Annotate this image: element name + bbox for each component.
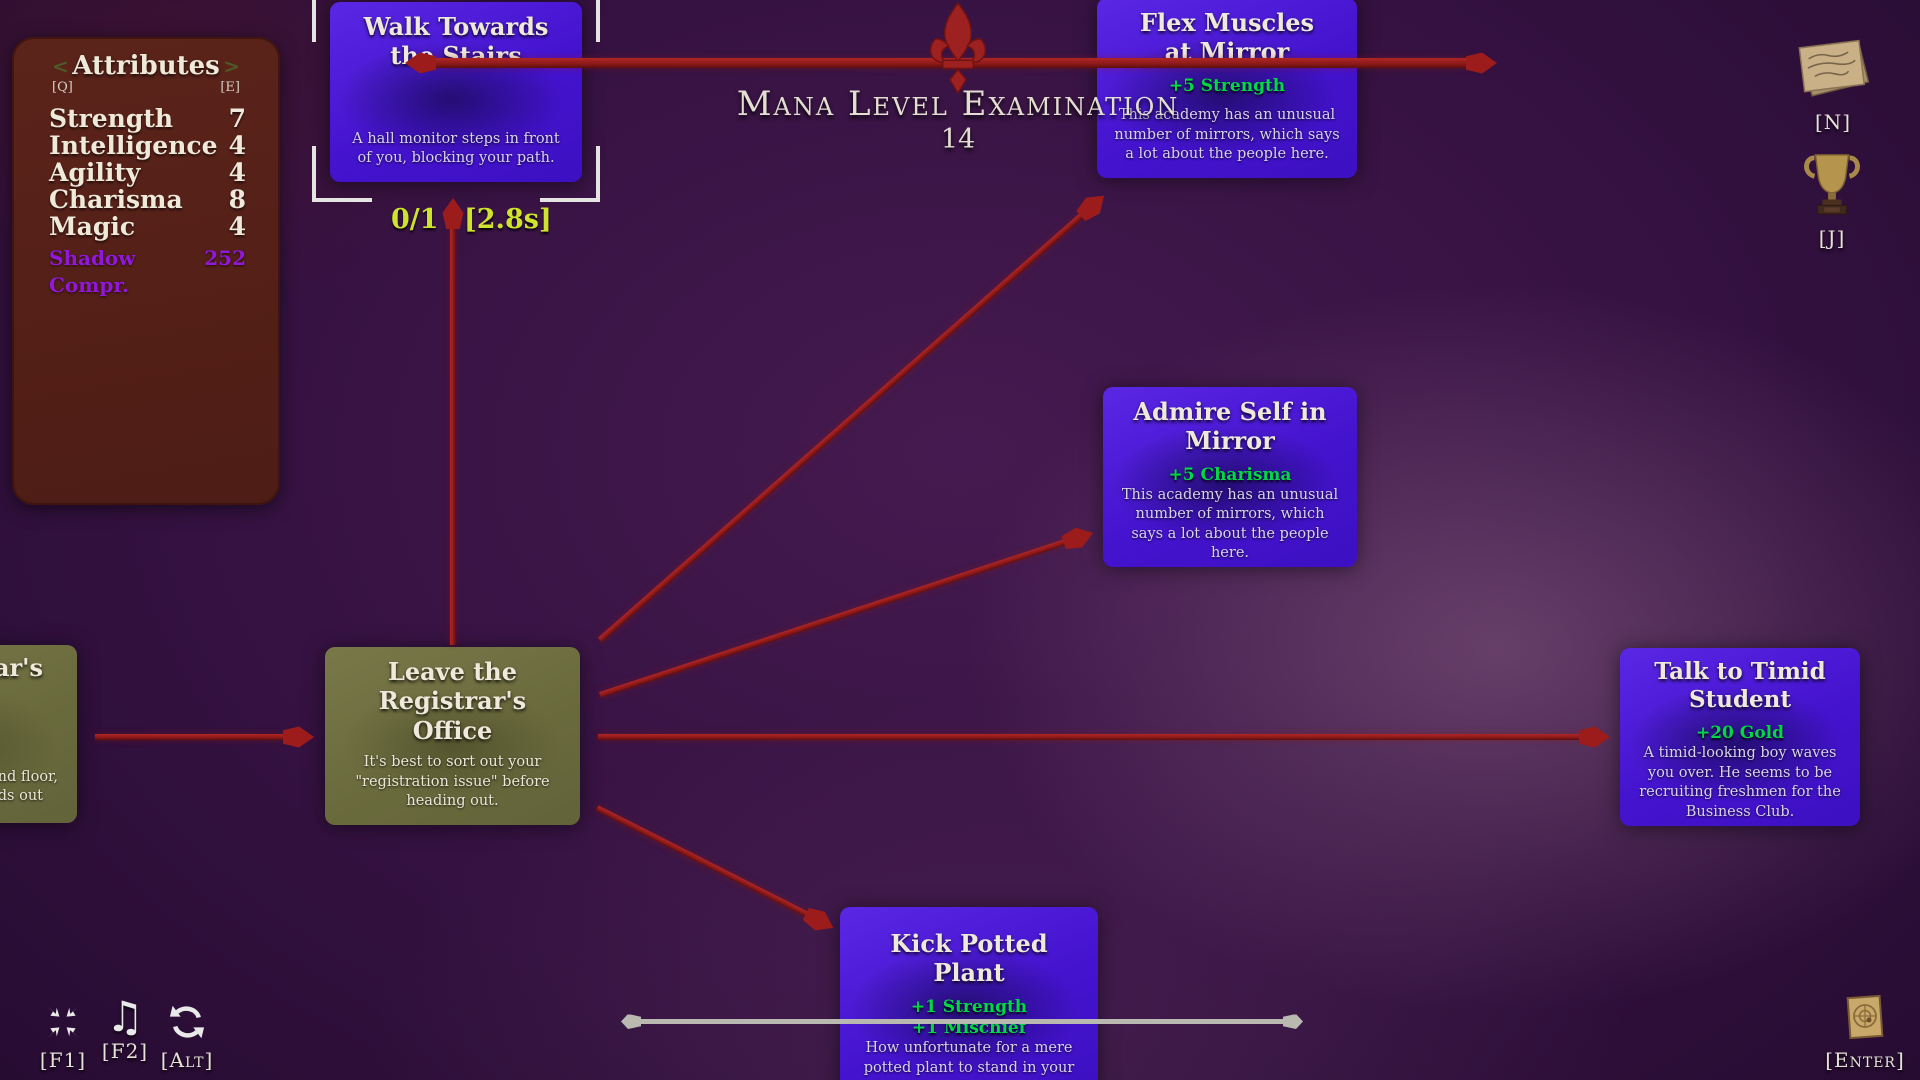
attribute-value: 4 (228, 158, 246, 187)
music-note-icon: ♫ (106, 992, 144, 1041)
notes-hotkey-group[interactable]: [N] (1788, 34, 1878, 134)
attribute-label: Charisma (49, 185, 183, 214)
timeline-slider[interactable] (621, 1014, 1303, 1029)
attributes-title: Attributes (72, 51, 220, 81)
node-flex-muscles[interactable]: Flex Muscles at Mirror +5 Strength This … (1097, 0, 1357, 178)
trophy-hotkey-label: [J] (1818, 226, 1846, 250)
node-reward: +20 Gold (1695, 723, 1785, 744)
cycle-icon (168, 1004, 206, 1043)
edge-leave-to-kick (595, 805, 811, 918)
node-title: Flex Muscles at Mirror (1139, 8, 1315, 67)
trophy-icon (1800, 150, 1864, 221)
node-reward: +5 Charisma (1168, 464, 1292, 485)
event-title: Mana Level Examination (736, 84, 1180, 124)
arrowhead-icon (283, 726, 314, 748)
node-leave-registrars-office[interactable]: Leave the Registrar's Office It's best t… (325, 647, 580, 825)
fragment-line: econd floor, (0, 768, 58, 785)
attributes-next-hotkey: [E] (220, 80, 240, 95)
arrowhead-icon (443, 198, 464, 229)
walk-progress-counter: 0/1 (391, 204, 439, 235)
node-description: A hall monitor steps in front of you, bl… (352, 130, 560, 167)
node-title: Kick Potted Plant (890, 929, 1048, 988)
music-hotkey-group[interactable]: ♫ [F2] (96, 992, 154, 1064)
attribute-value: 4 (228, 131, 246, 160)
event-title-block: Mana Level Examination 14 (737, 84, 1180, 155)
node-title: Admire Self in Mirror (1133, 397, 1327, 456)
attribute-value: 8 (228, 185, 246, 214)
attribute-label: Intelligence (49, 131, 218, 160)
notes-icon (1792, 34, 1874, 105)
edge-leave-to-admire (599, 538, 1068, 698)
enter-hotkey-label: [Enter] (1825, 1048, 1905, 1072)
node-title: Talk to Timid Student (1654, 658, 1826, 714)
notes-hotkey-label: [N] (1814, 110, 1852, 134)
slider-end-icon (1283, 1014, 1303, 1029)
event-level: 14 (940, 124, 976, 155)
arrowhead-left-icon (405, 52, 436, 74)
node-reward: +5 Strength (1168, 75, 1286, 96)
edge-leave-to-flex (598, 211, 1086, 643)
node-description: This academy has an unusual number of mi… (1114, 107, 1340, 163)
edge-leave-to-walk (450, 225, 456, 645)
edge-leave-to-timid (598, 726, 1610, 748)
attribute-label: Shadow Compr. (49, 246, 136, 297)
attributes-prev-hotkey: [Q] (52, 80, 73, 95)
node-description-fragment: econd floor, ands out (0, 768, 77, 807)
arrowhead-icon (801, 905, 838, 938)
music-hotkey-label: [F2] (101, 1039, 149, 1063)
arrowhead-icon (1074, 188, 1111, 224)
enter-hotkey-group[interactable]: [Enter] (1820, 994, 1910, 1072)
arrowhead-right-icon (1466, 52, 1497, 74)
node-title: Leave the Registrar's Office (378, 657, 527, 745)
arrowhead-icon (1579, 726, 1610, 748)
attribute-label: Strength (49, 104, 174, 133)
reward-line: +1 Strength (910, 996, 1028, 1017)
shrink-icon (44, 1004, 82, 1043)
attribute-row: Magic 4 (49, 213, 246, 240)
attributes-prev-button[interactable]: < (52, 54, 69, 78)
attribute-label: Magic (49, 212, 136, 241)
node-description: A timid-looking boy waves you over. He s… (1639, 745, 1841, 821)
attribute-row: Intelligence 4 (49, 132, 246, 159)
attribute-row: Charisma 8 (49, 186, 246, 213)
attribute-row-shadow-comprehension: Shadow Compr. 252 (49, 245, 246, 299)
node-title-fragment: rar's (0, 653, 43, 682)
attributes-panel: < Attributes > [Q] [E] Strength 7 Intell… (12, 37, 280, 505)
node-description: How unfortunate for a mere potted plant … (863, 1040, 1075, 1080)
attribute-value: 252 (204, 246, 246, 270)
node-admire-self[interactable]: Admire Self in Mirror +5 Charisma This a… (1103, 387, 1357, 567)
attributes-next-button[interactable]: > (223, 54, 240, 78)
attribute-value: 4 (228, 212, 246, 241)
cycle-hotkey-label: [Alt] (160, 1048, 214, 1072)
slider-end-icon (621, 1014, 641, 1029)
node-reward: +1 Strength +1 Mischief (911, 997, 1027, 1040)
attribute-label: Agility (49, 158, 141, 187)
arrowhead-icon (1060, 523, 1096, 553)
node-talk-timid-student[interactable]: Talk to Timid Student +20 Gold A timid-l… (1620, 648, 1860, 826)
node-kick-potted-plant[interactable]: Kick Potted Plant +1 Strength +1 Mischie… (840, 907, 1098, 1080)
attribute-value: 7 (228, 104, 246, 133)
shrink-hotkey-label: [F1] (39, 1048, 87, 1072)
edge-registrar-to-leave (95, 726, 314, 748)
fragment-line: ands out (0, 788, 43, 805)
node-description: It's best to sort out your "registration… (355, 754, 550, 810)
node-walk-towards-stairs[interactable]: Walk Towards the Stairs A hall monitor s… (330, 2, 582, 182)
shrink-hotkey-group[interactable]: [F1] (34, 1004, 92, 1072)
attribute-row: Agility 4 (49, 159, 246, 186)
cycle-hotkey-group[interactable]: [Alt] (154, 1004, 220, 1072)
attribute-row: Strength 7 (49, 105, 246, 132)
scroll-icon (1844, 994, 1886, 1043)
trophy-hotkey-group[interactable]: [J] (1794, 150, 1870, 250)
fleur-de-lis-icon (927, 1, 989, 98)
walk-timer: [2.8s] (464, 204, 552, 235)
node-registrar-partial[interactable]: rar's econd floor, ands out (0, 645, 77, 823)
node-description: This academy has an unusual number of mi… (1121, 486, 1339, 562)
